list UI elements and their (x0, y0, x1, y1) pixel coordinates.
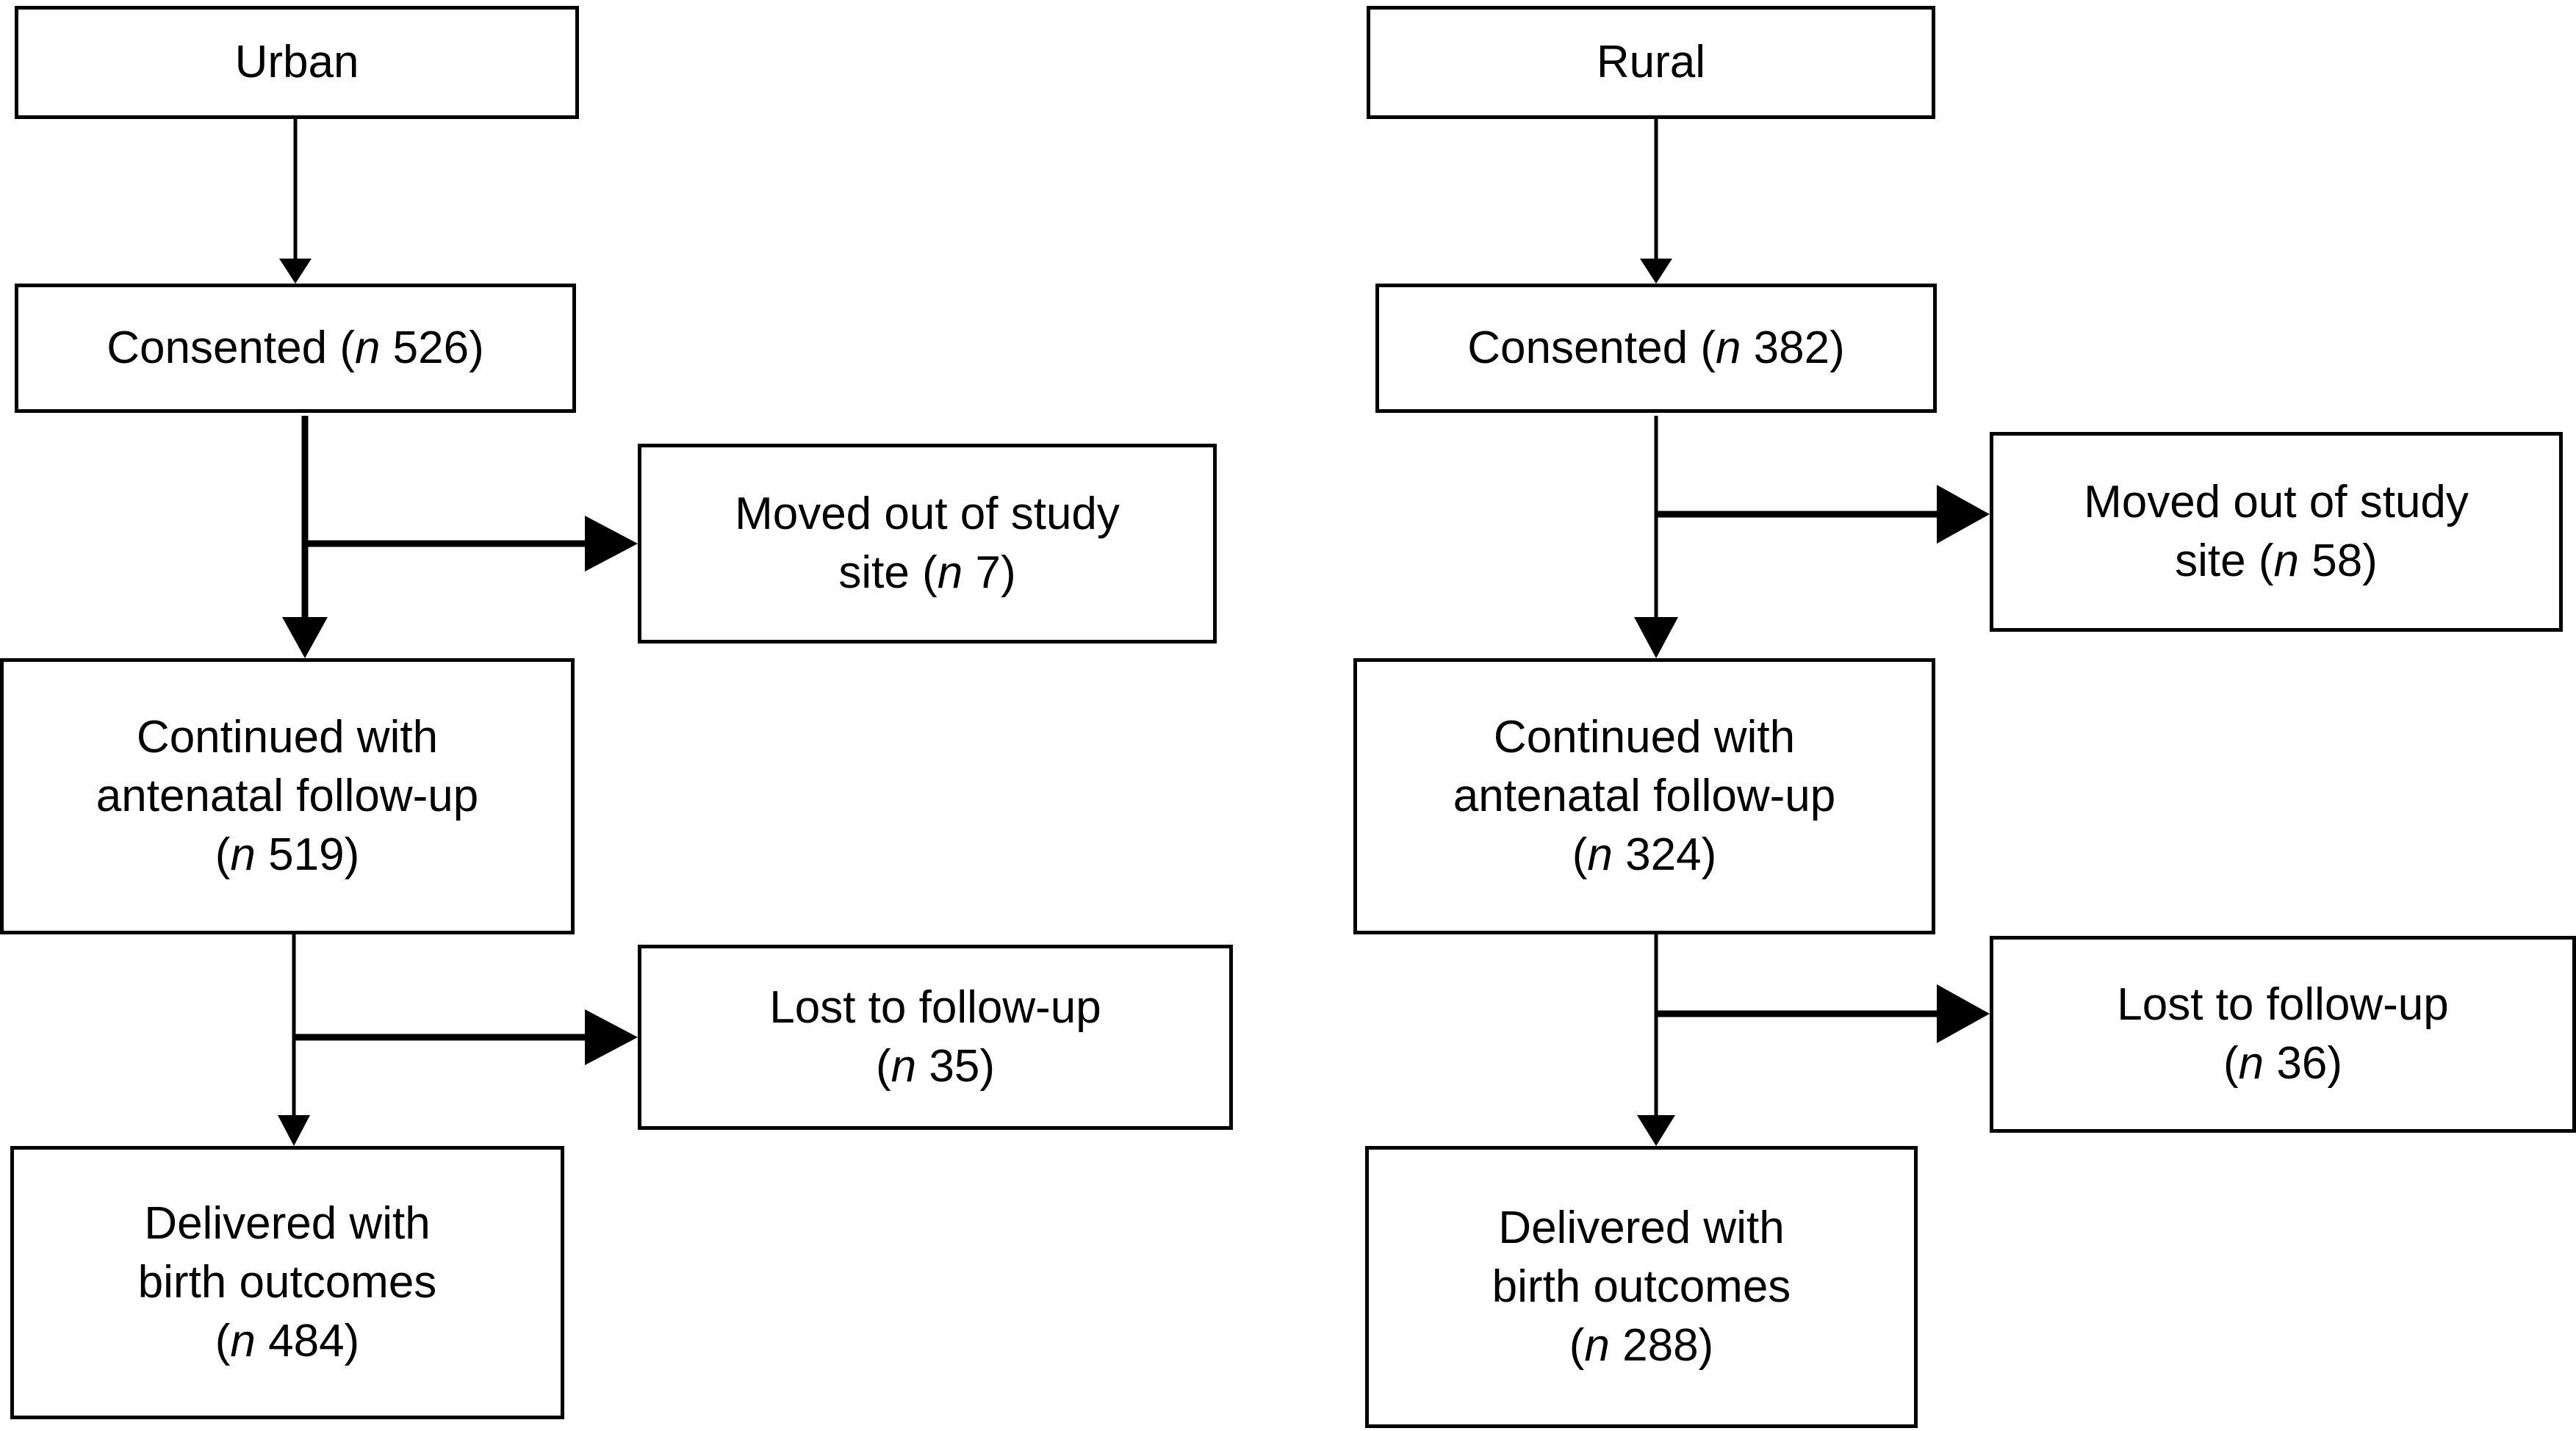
rural-continued-label: Continued with antenatal follow-up (n 32… (1453, 712, 1836, 880)
arrowhead-urban-lost (585, 1009, 638, 1065)
arrowhead-rural-continued (1634, 617, 1678, 658)
urban-delivered-box: Delivered with birth outcomes (n 484) (10, 1146, 564, 1419)
arrowhead-urban-consented (279, 259, 312, 284)
urban-lost-box: Lost to follow-up (n 35) (638, 945, 1233, 1130)
arrowhead-rural-delivered (1637, 1115, 1675, 1146)
arrowhead-urban-moved (585, 516, 638, 572)
arrowhead-urban-continued (282, 617, 328, 658)
rural-moved-label: Moved out of study site (n 58) (2084, 477, 2469, 586)
rural-connectors (1634, 119, 1990, 1146)
urban-header-box: Urban (15, 6, 579, 119)
urban-continued-box: Continued with antenatal follow-up (n 51… (0, 658, 575, 934)
rural-header-label: Rural (1596, 37, 1706, 87)
urban-moved-label: Moved out of study site (n 7) (735, 489, 1120, 598)
urban-connectors (278, 119, 638, 1146)
arrowhead-rural-moved (1937, 485, 1990, 544)
arrowhead-rural-consented (1640, 259, 1672, 284)
rural-continued-box: Continued with antenatal follow-up (n 32… (1353, 658, 1935, 934)
rural-moved-box: Moved out of study site (n 58) (1990, 432, 2563, 632)
rural-consented-box: Consented (n 382) (1375, 284, 1937, 413)
urban-lost-label: Lost to follow-up (n 35) (769, 982, 1101, 1092)
urban-continued-label: Continued with antenatal follow-up (n 51… (96, 712, 479, 880)
rural-delivered-box: Delivered with birth outcomes (n 288) (1365, 1146, 1918, 1428)
rural-consented-label: Consented (n 382) (1467, 322, 1845, 373)
urban-header-label: Urban (234, 37, 359, 87)
arrowhead-urban-delivered (278, 1115, 310, 1146)
urban-moved-box: Moved out of study site (n 7) (638, 444, 1217, 644)
urban-consented-label: Consented (n 526) (107, 322, 484, 373)
rural-delivered-label: Delivered with birth outcomes (n 288) (1492, 1203, 1791, 1371)
urban-delivered-label: Delivered with birth outcomes (n 484) (137, 1198, 437, 1366)
rural-lost-box: Lost to follow-up (n 36) (1990, 936, 2576, 1133)
rural-lost-label: Lost to follow-up (n 36) (2117, 979, 2449, 1089)
urban-consented-box: Consented (n 526) (15, 284, 576, 413)
rural-header-box: Rural (1367, 6, 1935, 119)
arrowhead-rural-lost (1937, 984, 1990, 1043)
